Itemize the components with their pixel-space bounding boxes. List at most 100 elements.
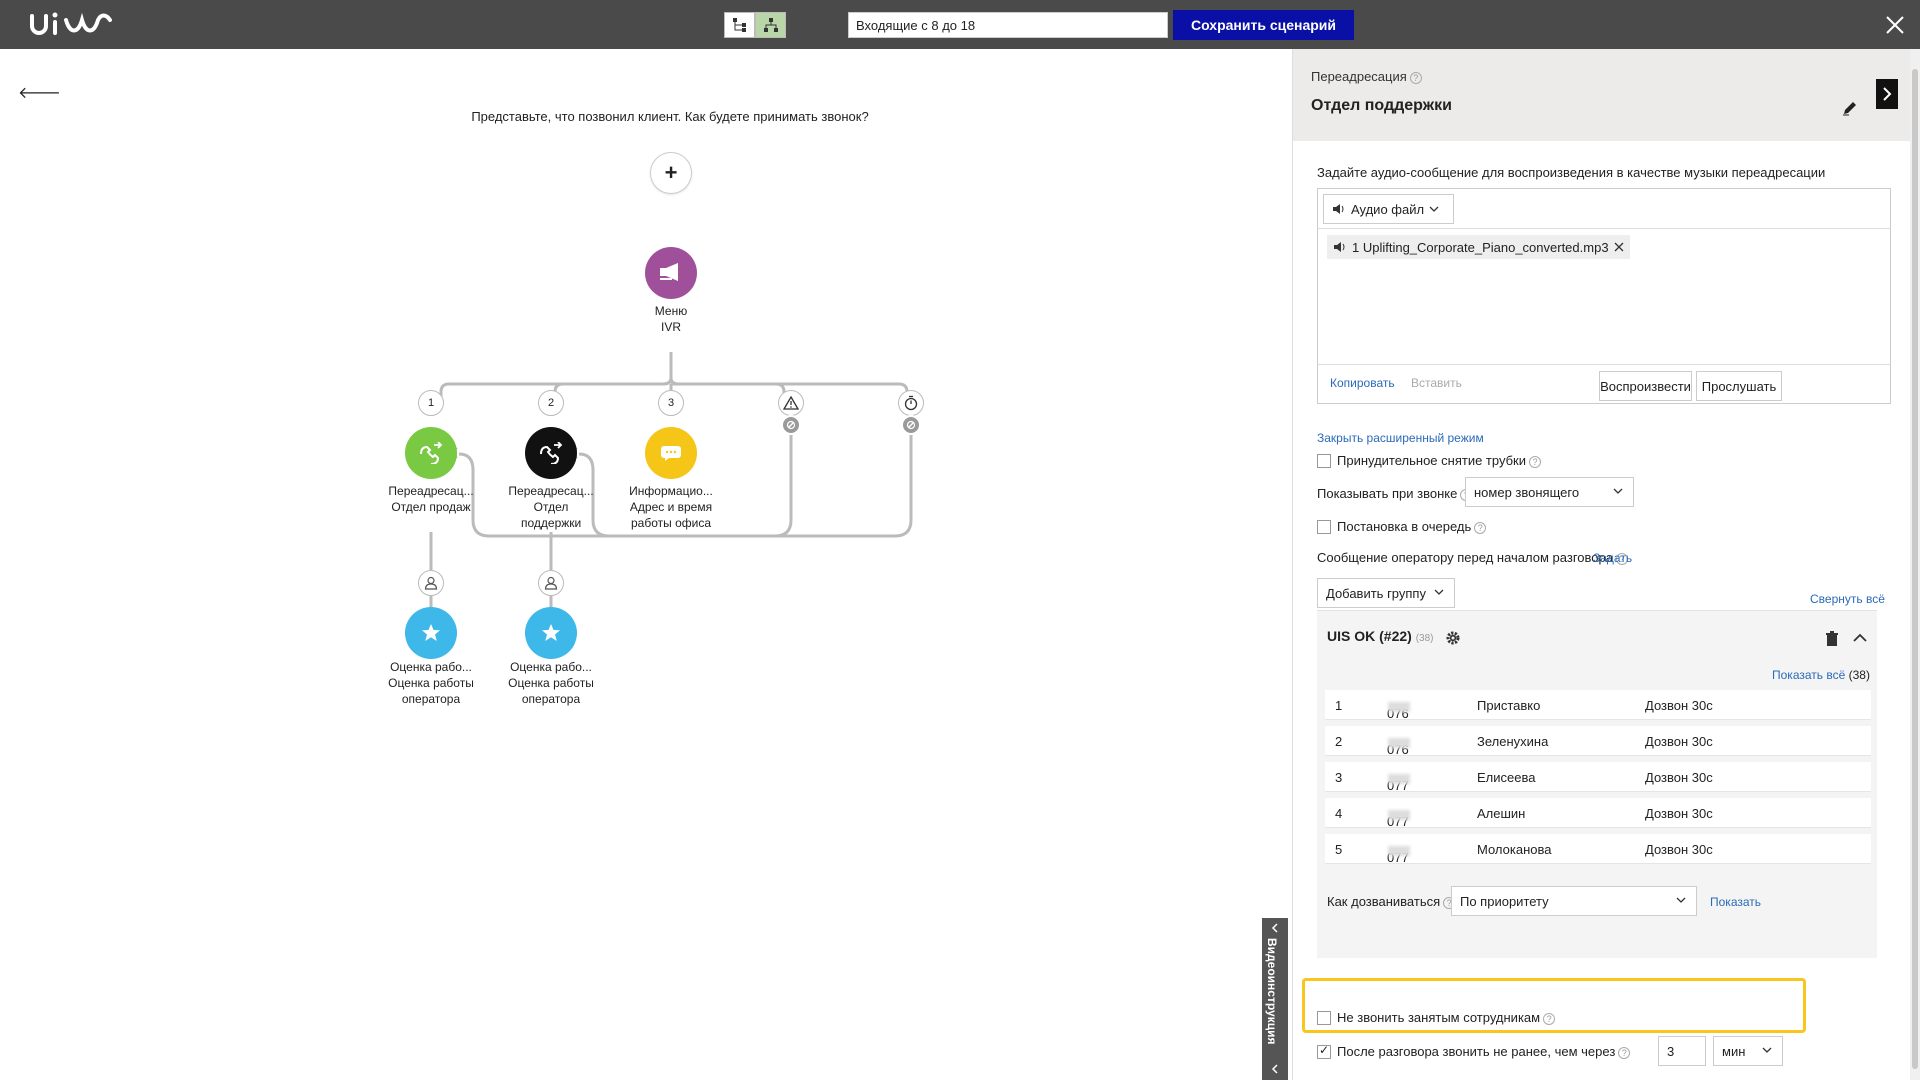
gear-icon[interactable] — [1445, 630, 1461, 646]
remove-icon[interactable] — [1614, 242, 1624, 252]
trash-icon[interactable] — [1825, 631, 1839, 647]
uis-logo[interactable] — [28, 8, 118, 40]
copy-link[interactable]: Копировать — [1330, 376, 1395, 390]
forward-sales-sub: Отдел продаж — [391, 500, 471, 514]
save-scenario-button[interactable]: Сохранить сценарий — [1173, 10, 1354, 40]
branch-key-1[interactable]: 1 — [418, 390, 444, 416]
forward-support-sub: Отдел поддержки — [521, 500, 582, 530]
rating-node-1[interactable] — [405, 607, 457, 659]
show-dial-mode-link[interactable]: Показать — [1710, 895, 1762, 909]
pencil-icon[interactable] — [1841, 99, 1859, 117]
branch-key-3[interactable]: 3 — [658, 390, 684, 416]
audio-type-dropdown[interactable]: Аудио файл — [1323, 194, 1454, 224]
phone-forward-icon — [540, 442, 563, 464]
table-row[interactable]: 3 077 Елисеева Дозвон 30с — [1325, 762, 1871, 793]
view-toggle — [724, 12, 787, 38]
help-icon[interactable]: ? — [1615, 552, 1628, 565]
audio-file-name: 1 Uplifting_Corporate_Piano_converted.mp… — [1352, 239, 1609, 255]
tree-view-button[interactable] — [724, 12, 755, 38]
dial-mode-label: Как дозваниваться? — [1327, 894, 1456, 909]
canvas-prompt: Представьте, что позвонил клиент. Как бу… — [471, 109, 869, 124]
diagram-view-button[interactable] — [755, 12, 786, 38]
show-on-call-select[interactable]: номер звонящего — [1465, 477, 1634, 507]
audio-prompt: Задайте аудио-сообщение для воспроизведе… — [1317, 165, 1826, 180]
forward-sales-title: Переадресац... — [388, 484, 474, 498]
video-instruction-label: Видеоинструкция — [1265, 938, 1279, 1045]
chevron-down-icon — [1676, 897, 1686, 903]
table-row[interactable]: 5 077 Молоканова Дозвон 30с — [1325, 834, 1871, 865]
ivr-menu-node[interactable] — [645, 247, 697, 299]
paste-link[interactable]: Вставить — [1411, 376, 1462, 390]
chevron-up-icon[interactable] — [1852, 633, 1868, 643]
scrollbar[interactable] — [1910, 49, 1920, 1080]
add-step-button[interactable]: + — [650, 152, 692, 194]
branch-error[interactable] — [778, 390, 804, 416]
row-name: Зеленухина — [1477, 734, 1549, 749]
info-node[interactable] — [645, 427, 697, 479]
chevron-down-icon — [1613, 488, 1623, 494]
chevron-down-icon — [1429, 206, 1439, 212]
close-icon[interactable] — [1882, 12, 1908, 38]
dial-mode-select[interactable]: По приоритету — [1451, 886, 1697, 916]
video-instruction-tab[interactable]: Видеоинструкция — [1262, 918, 1288, 1080]
user-icon — [544, 576, 558, 590]
back-arrow-icon[interactable]: 🡐 — [18, 85, 61, 102]
info-title: Информацио... — [629, 484, 713, 498]
queue-checkbox[interactable] — [1317, 520, 1331, 534]
row-index: 1 — [1335, 698, 1343, 713]
row-ext: 077 — [1387, 770, 1410, 793]
help-icon[interactable]: ? — [1474, 521, 1487, 534]
show-all: Показать всё (38) — [1772, 668, 1870, 682]
after-talk-value-input[interactable]: 3 — [1658, 1036, 1706, 1066]
chevron-left-icon — [1271, 923, 1278, 933]
add-group-label: Добавить группу — [1326, 585, 1426, 601]
forward-sales-node[interactable] — [405, 427, 457, 479]
rating-node-2[interactable] — [525, 607, 577, 659]
collapse-all-link[interactable]: Свернуть всё — [1810, 592, 1885, 606]
error-link-icon[interactable] — [781, 415, 801, 435]
help-icon[interactable]: ? — [1409, 71, 1422, 84]
row-dial: Дозвон 30с — [1645, 698, 1713, 713]
add-group-dropdown[interactable]: Добавить группу — [1317, 578, 1455, 608]
help-icon[interactable]: ? — [1543, 1012, 1556, 1025]
set-operator-msg-link[interactable]: Задать — [1593, 551, 1633, 565]
speaker-icon — [1333, 204, 1344, 214]
row-ext: 077 — [1387, 806, 1410, 829]
group-name: UIS OK (#22) (38) — [1327, 628, 1434, 644]
row-index: 3 — [1335, 770, 1343, 785]
table-row[interactable]: 1 076 Приставко Дозвон 30с — [1325, 690, 1871, 721]
row-dial: Дозвон 30с — [1645, 806, 1713, 821]
table-row[interactable]: 4 077 Алешин Дозвон 30с — [1325, 798, 1871, 829]
scrollbar-thumb[interactable] — [1912, 69, 1918, 1069]
branch-timeout[interactable] — [898, 390, 924, 416]
collapse-panel-button[interactable] — [1876, 79, 1898, 109]
help-icon[interactable]: ? — [1618, 1046, 1631, 1059]
after-talk-checkbox[interactable] — [1317, 1043, 1331, 1059]
scenario-name-input[interactable] — [848, 12, 1168, 38]
show-all-link[interactable]: Показать всё — [1772, 668, 1846, 682]
forward-support-node[interactable] — [525, 427, 577, 479]
play-button[interactable]: Воспроизвести — [1599, 371, 1692, 401]
timeout-link-icon[interactable] — [901, 415, 921, 435]
no-busy-checkbox[interactable] — [1317, 1011, 1331, 1025]
force-pickup-checkbox[interactable] — [1317, 454, 1331, 468]
operator-badge-2[interactable] — [538, 570, 564, 596]
panel-header: Переадресация? Отдел поддержки — [1293, 49, 1920, 141]
branch-key-2[interactable]: 2 — [538, 390, 564, 416]
step-type-label: Переадресация — [1311, 69, 1407, 84]
properties-panel: Переадресация? Отдел поддержки Задайте а… — [1292, 49, 1920, 1080]
audio-file-chip[interactable]: 1 Uplifting_Corporate_Piano_converted.mp… — [1327, 235, 1630, 259]
operator-badge-1[interactable] — [418, 570, 444, 596]
help-icon[interactable]: ? — [1529, 455, 1542, 468]
star-icon — [542, 624, 560, 641]
queue-label: Постановка в очередь? — [1337, 519, 1487, 534]
after-talk-unit-select[interactable]: мин — [1713, 1036, 1783, 1066]
star-icon — [422, 624, 440, 641]
no-busy-label: Не звонить занятым сотрудникам? — [1337, 1010, 1556, 1025]
listen-button[interactable]: Прослушать — [1696, 371, 1782, 401]
scenario-connectors — [429, 352, 913, 608]
phone-forward-icon — [420, 442, 443, 464]
close-advanced-link[interactable]: Закрыть расширенный режим — [1317, 431, 1484, 445]
row-index: 2 — [1335, 734, 1343, 749]
table-row[interactable]: 2 076 Зеленухина Дозвон 30с — [1325, 726, 1871, 757]
